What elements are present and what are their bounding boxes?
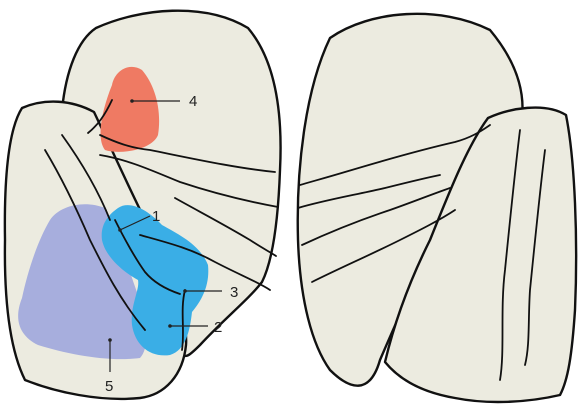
label-area-4: 4 xyxy=(189,93,197,110)
right-hemisphere xyxy=(298,14,576,402)
left-hemisphere xyxy=(5,11,281,399)
leader-5-dot xyxy=(108,338,112,342)
label-area-1: 1 xyxy=(152,208,160,225)
label-area-5: 5 xyxy=(105,378,113,395)
label-area-3: 3 xyxy=(230,284,238,301)
leader-4-dot xyxy=(130,99,134,103)
label-area-2: 2 xyxy=(214,319,222,336)
leader-3-dot xyxy=(183,289,187,293)
leader-2-dot xyxy=(168,324,172,328)
leader-1-dot xyxy=(118,228,122,232)
